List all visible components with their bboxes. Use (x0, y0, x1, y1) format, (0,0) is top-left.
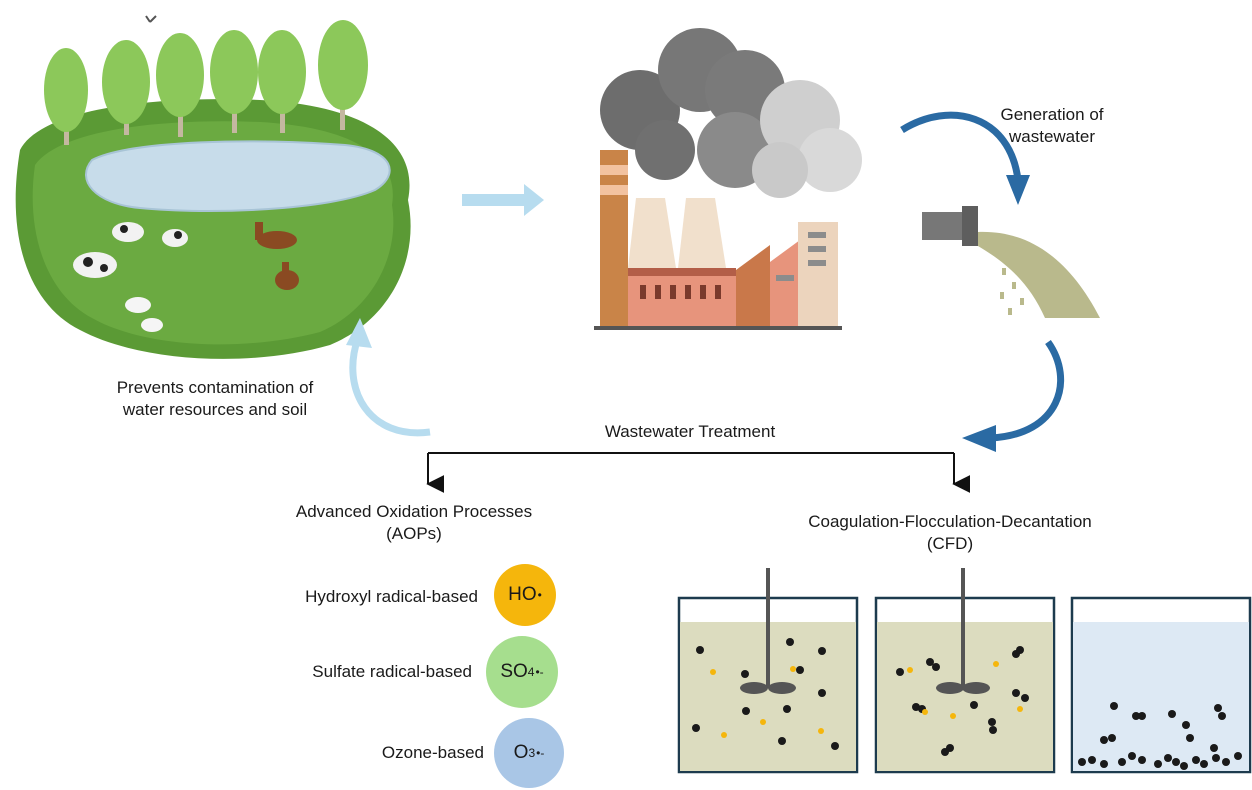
ozone-label: Ozone-based (381, 743, 484, 762)
aops-heading: Advanced Oxidation Processes (AOPs) (295, 502, 533, 543)
smoke-clouds (600, 28, 862, 198)
factory-illustration (594, 28, 862, 330)
hydroxyl-radical-circle: HO• (494, 564, 556, 626)
pond (85, 140, 391, 212)
prevents-contamination-label: Prevents contamination of water resource… (116, 378, 314, 419)
sulfate-radical-label: Sulfate radical-based (312, 662, 472, 681)
tree-row (44, 20, 368, 145)
horses (255, 222, 299, 290)
generation-label: Generation of wastewater (1000, 105, 1104, 146)
curved-arrow-to-treatment (989, 339, 1065, 442)
cfd-heading: Coagulation-Flocculation-Decantation (CF… (808, 512, 1092, 553)
cfd-tank-flocculation (874, 568, 1056, 774)
wastewater-treatment-label: Wastewater Treatment (604, 422, 776, 441)
nature-scene-illustration (15, 15, 411, 359)
sheep (125, 297, 163, 332)
curved-arrow-to-nature (349, 336, 431, 437)
curved-arrow-to-pipe (900, 111, 1022, 181)
bird (145, 15, 157, 23)
wastewater-pipe (922, 206, 1100, 318)
cfd-tank-coagulation (677, 568, 859, 774)
cfd-tank-decantation (1070, 596, 1252, 774)
hydroxyl-radical-label: Hydroxyl radical-based (305, 587, 478, 606)
cows (73, 222, 188, 278)
treatment-branch (426, 452, 971, 493)
flow-arrow-to-factory (462, 184, 544, 216)
